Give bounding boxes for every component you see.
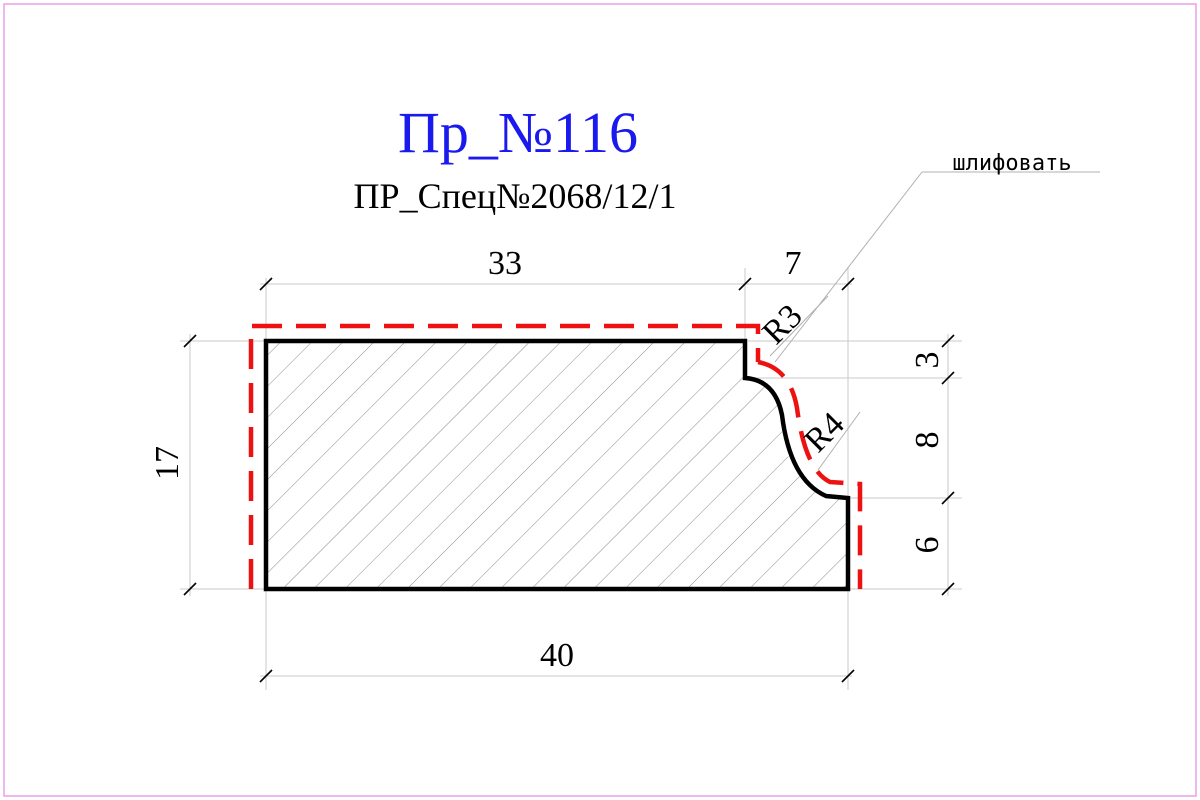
dim-3-label: 3	[909, 352, 946, 369]
drawing-title: Пр_№116	[398, 100, 638, 165]
dim-8-label: 8	[909, 432, 946, 449]
sheet-frame	[3, 3, 1197, 797]
profile-outline	[263, 338, 851, 592]
extension-lines	[180, 268, 962, 690]
grind-line-curve	[757, 359, 863, 589]
dim-33-label: 33	[488, 245, 522, 282]
radius-r3-label: R3	[755, 297, 809, 351]
dim-17-label: 17	[149, 446, 186, 480]
grinding-note: шлифовать	[952, 151, 1071, 176]
note-leader	[769, 171, 1100, 471]
dim-6-label: 6	[909, 537, 946, 554]
profile-section-hatch	[266, 341, 848, 589]
drawing-subtitle: ПР_Спец№2068/12/1	[354, 176, 677, 216]
dimension-ticks	[183, 277, 955, 683]
dim-7-label: 7	[785, 245, 802, 282]
dim-40-label: 40	[540, 637, 574, 674]
